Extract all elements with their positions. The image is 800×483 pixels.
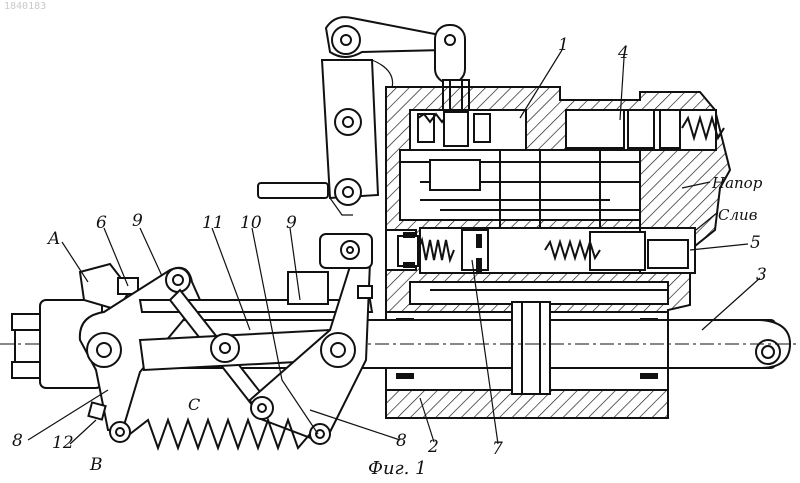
label-8-right: 8 — [396, 431, 407, 451]
label-10: 10 — [240, 213, 262, 233]
label-7: 7 — [492, 439, 503, 459]
label-A: A — [46, 229, 60, 249]
label-11: 11 — [202, 213, 224, 233]
figure-caption: Фиг. 1 — [368, 458, 427, 479]
label-9-right: 9 — [286, 213, 297, 233]
label-4: 4 — [617, 43, 629, 63]
label-C: C — [188, 395, 200, 414]
label-12: 12 — [52, 433, 74, 453]
label-B: B — [89, 455, 103, 475]
label-9-left: 9 — [132, 211, 143, 231]
label-2: 2 — [427, 437, 439, 457]
label-5: 5 — [750, 233, 761, 253]
label-1: 1 — [558, 35, 569, 55]
label-napor: Напор — [711, 174, 763, 192]
label-3: 3 — [756, 265, 767, 285]
label-sliv: Слив — [718, 206, 758, 224]
label-8-left: 8 — [12, 431, 23, 451]
label-6: 6 — [96, 213, 107, 233]
